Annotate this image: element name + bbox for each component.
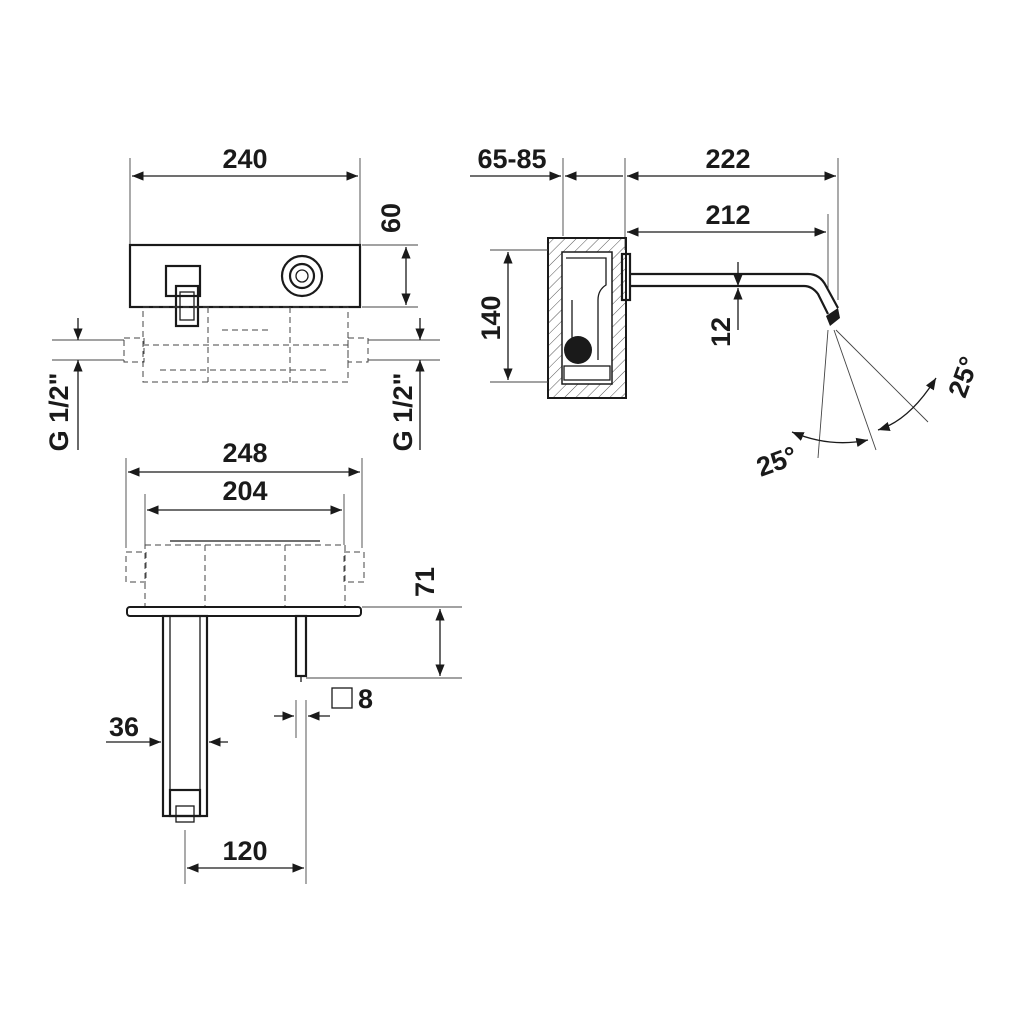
dim-240: 240 xyxy=(222,144,267,174)
dim-248: 248 xyxy=(222,438,267,468)
dim-thread-right: G 1/2" xyxy=(388,373,418,452)
mixer-lever xyxy=(164,264,202,298)
dim-60: 60 xyxy=(376,203,406,233)
dim-angle-right: 25° xyxy=(942,353,984,402)
dim-12: 12 xyxy=(706,317,736,347)
dim-120: 120 xyxy=(222,836,267,866)
dim-36: 36 xyxy=(109,712,139,742)
spout xyxy=(630,272,839,309)
control-box xyxy=(128,243,362,309)
dim-angle-left: 25° xyxy=(753,440,802,482)
dim-71: 71 xyxy=(410,567,440,597)
dim-222: 222 xyxy=(705,144,750,174)
lever-top xyxy=(294,614,308,678)
dim-square-8: 8 xyxy=(358,684,373,714)
dim-thread-left: G 1/2" xyxy=(44,373,74,452)
dim-65-85: 65-85 xyxy=(477,144,546,174)
valve-cartridge xyxy=(564,336,592,364)
dim-204: 204 xyxy=(222,476,267,506)
dim-212: 212 xyxy=(705,200,750,230)
cover-plate xyxy=(126,606,362,617)
dim-140: 140 xyxy=(476,295,506,340)
top-view: 248 204 71 8 xyxy=(106,438,462,884)
control-knob xyxy=(280,254,324,298)
front-view: 240 60 G 1/2" xyxy=(44,144,440,451)
side-view: 65-85 222 212 140 12 25° xyxy=(470,144,985,483)
square-symbol-icon xyxy=(331,687,353,709)
